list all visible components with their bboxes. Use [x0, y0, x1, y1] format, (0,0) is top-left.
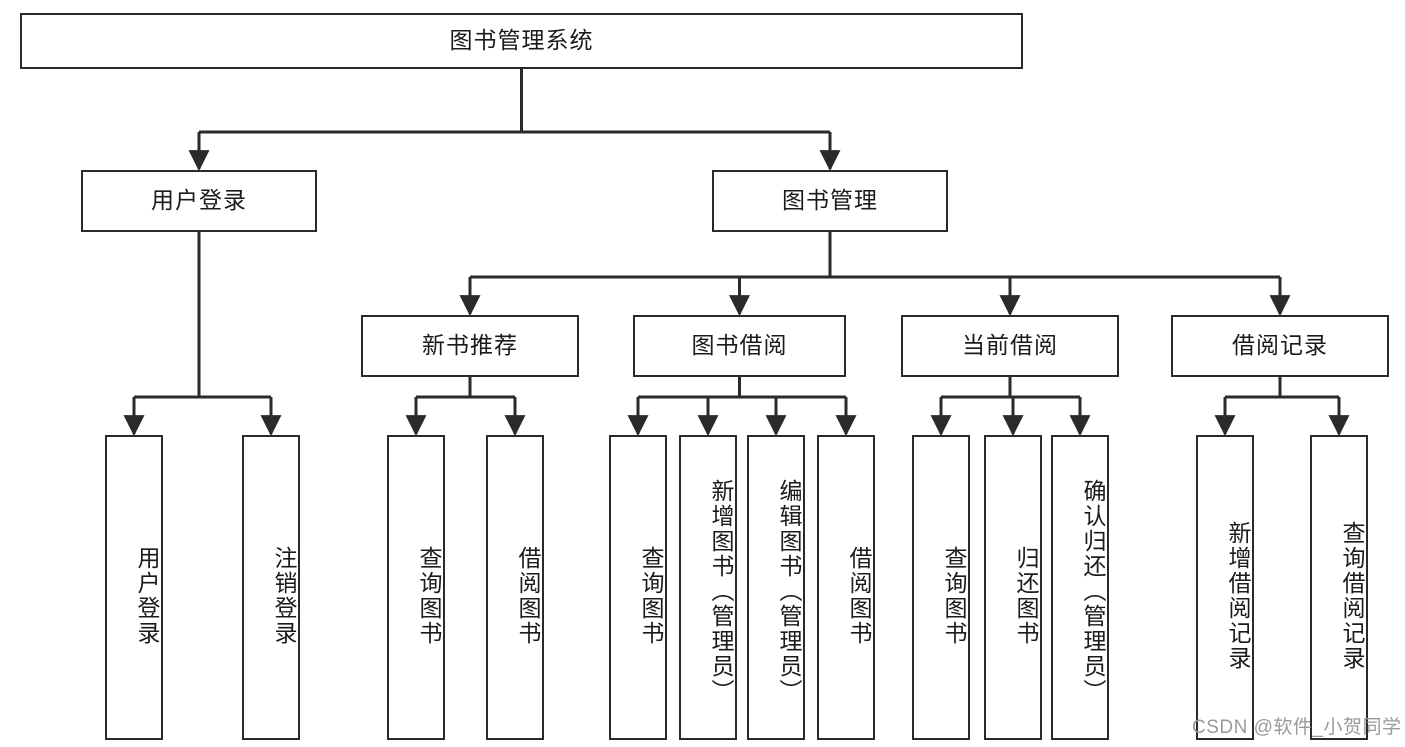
- node-borrow-record[interactable]: 借阅记录: [1171, 315, 1389, 377]
- node-label: 确认归还（管理员）: [1080, 479, 1106, 704]
- node-leaf-logout[interactable]: 注销登录: [242, 435, 300, 740]
- node-label: 查询图书: [416, 545, 442, 646]
- node-label: 用户登录: [134, 545, 160, 646]
- node-label: 借阅记录: [1232, 332, 1328, 359]
- node-label: 新增借阅记录: [1225, 520, 1251, 671]
- node-current-borrow[interactable]: 当前借阅: [901, 315, 1119, 377]
- node-label: 图书管理系统: [449, 27, 594, 54]
- node-leaf-add-record[interactable]: 新增借阅记录: [1196, 435, 1254, 740]
- node-leaf-query-record[interactable]: 查询借阅记录: [1310, 435, 1368, 740]
- node-label: 查询借阅记录: [1339, 520, 1365, 671]
- node-new-book-rec[interactable]: 新书推荐: [361, 315, 579, 377]
- node-label: 借阅图书: [515, 545, 541, 646]
- node-user-login[interactable]: 用户登录: [81, 170, 317, 232]
- node-label: 图书管理: [782, 187, 878, 214]
- node-leaf-edit-book[interactable]: 编辑图书（管理员）: [747, 435, 805, 740]
- node-leaf-query-book-3[interactable]: 查询图书: [912, 435, 970, 740]
- node-label: 新书推荐: [422, 332, 518, 359]
- node-label: 借阅图书: [846, 545, 872, 646]
- node-leaf-query-book-2[interactable]: 查询图书: [609, 435, 667, 740]
- node-leaf-query-book-1[interactable]: 查询图书: [387, 435, 445, 740]
- node-label: 新增图书（管理员）: [708, 479, 734, 704]
- node-leaf-user-login[interactable]: 用户登录: [105, 435, 163, 740]
- node-label: 查询图书: [941, 545, 967, 646]
- node-leaf-borrow-book-2[interactable]: 借阅图书: [817, 435, 875, 740]
- node-book-manage[interactable]: 图书管理: [712, 170, 948, 232]
- node-label: 当前借阅: [962, 332, 1058, 359]
- node-label: 用户登录: [151, 187, 247, 214]
- node-leaf-return-book[interactable]: 归还图书: [984, 435, 1042, 740]
- node-label: 归还图书: [1013, 545, 1039, 646]
- node-label: 查询图书: [638, 545, 664, 646]
- node-leaf-borrow-book-1[interactable]: 借阅图书: [486, 435, 544, 740]
- node-root[interactable]: 图书管理系统: [20, 13, 1023, 69]
- node-leaf-confirm-return[interactable]: 确认归还（管理员）: [1051, 435, 1109, 740]
- node-leaf-add-book[interactable]: 新增图书（管理员）: [679, 435, 737, 740]
- node-label: 注销登录: [271, 545, 297, 646]
- watermark-text: CSDN @软件_小贺同学: [1192, 717, 1402, 738]
- node-label: 图书借阅: [691, 332, 788, 359]
- node-label: 编辑图书（管理员）: [776, 479, 802, 704]
- node-book-borrow[interactable]: 图书借阅: [633, 315, 846, 377]
